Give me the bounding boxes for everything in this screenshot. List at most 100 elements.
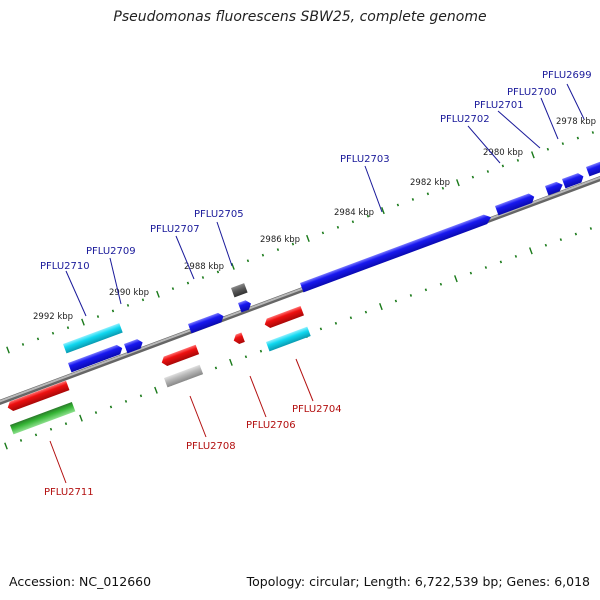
minor-tick xyxy=(259,349,263,353)
minor-tick xyxy=(141,298,145,302)
minor-tick xyxy=(499,260,503,264)
gene-label-pflu2709[interactable]: PFLU2709 xyxy=(86,246,136,257)
major-tick xyxy=(4,442,8,450)
minor-tick xyxy=(486,170,490,173)
scale-tick-lines xyxy=(4,131,595,450)
minor-tick xyxy=(576,136,580,140)
gene-feature-pflu2707[interactable] xyxy=(188,311,225,334)
gene-label-pflu2708[interactable]: PFLU2708 xyxy=(186,441,236,452)
minor-tick xyxy=(216,270,220,274)
minor-tick xyxy=(244,355,248,359)
major-tick xyxy=(81,318,85,326)
gene-feature-pflu2708[interactable] xyxy=(160,344,200,368)
gene-label-pflu2711[interactable]: PFLU2711 xyxy=(44,487,94,498)
minor-tick xyxy=(424,288,428,292)
ruler-label: 2992 kbp xyxy=(33,312,73,322)
gene-label-pflu2699[interactable]: PFLU2699 xyxy=(542,70,592,81)
gene-feature-pflu2710[interactable] xyxy=(68,343,124,373)
minor-tick xyxy=(36,337,40,341)
gene-feature-pflu2704[interactable] xyxy=(263,306,304,329)
minor-tick xyxy=(426,192,430,196)
gene-label-pflu2710[interactable]: PFLU2710 xyxy=(40,261,90,272)
genome-stats: Topology: circular; Length: 6,722,539 bp… xyxy=(246,574,590,589)
gene-feature-pflu2700[interactable] xyxy=(562,172,585,189)
minor-tick xyxy=(469,271,473,275)
accession-label: Accession: NC_012660 xyxy=(9,574,152,589)
minor-tick xyxy=(441,186,445,190)
minor-tick xyxy=(109,405,113,409)
minor-tick xyxy=(411,198,415,201)
gene-features xyxy=(6,160,600,435)
minor-tick xyxy=(366,214,370,218)
minor-tick xyxy=(349,316,353,320)
gene-feature-pflu2709[interactable] xyxy=(124,338,144,354)
ruler-label: 2984 kbp xyxy=(334,208,374,218)
map-title: Pseudomonas fluorescens SBW25, complete … xyxy=(113,9,487,25)
feature-darkgray[interactable] xyxy=(231,283,248,298)
minor-tick xyxy=(319,327,323,331)
cds-feature-cyan-right[interactable] xyxy=(266,326,311,352)
cds-feature-gray[interactable] xyxy=(164,364,204,388)
ruler-label: 2978 kbp xyxy=(556,117,596,127)
ruler-label: 2980 kbp xyxy=(483,148,523,158)
reverse-gene-labels: PFLU2704 PFLU2706 PFLU2708 PFLU2711 xyxy=(44,358,342,498)
major-tick xyxy=(381,207,385,215)
ruler-label: 2982 kbp xyxy=(410,178,450,188)
major-tick xyxy=(529,247,533,255)
minor-tick xyxy=(124,399,128,403)
minor-tick xyxy=(501,164,505,168)
minor-tick xyxy=(409,294,413,297)
minor-tick xyxy=(591,131,595,134)
minor-tick xyxy=(334,321,338,325)
gene-feature-pflu2703[interactable] xyxy=(300,213,493,293)
major-tick xyxy=(456,179,460,187)
gene-label-pflu2702[interactable]: PFLU2702 xyxy=(440,114,490,125)
gene-feature-pflu2699[interactable] xyxy=(586,160,600,177)
minor-tick xyxy=(94,411,98,414)
gene-label-pflu2707[interactable]: PFLU2707 xyxy=(150,224,200,235)
major-tick xyxy=(229,358,233,366)
minor-tick xyxy=(186,281,190,285)
minor-tick xyxy=(276,248,280,252)
major-tick xyxy=(6,346,10,354)
minor-tick xyxy=(336,225,340,229)
major-tick xyxy=(379,303,383,311)
minor-tick xyxy=(64,422,68,426)
minor-tick xyxy=(351,220,355,224)
ruler-label: 2986 kbp xyxy=(260,235,300,245)
gene-label-pflu2704[interactable]: PFLU2704 xyxy=(292,404,342,415)
gene-feature-pflu2705[interactable] xyxy=(238,299,253,313)
minor-tick xyxy=(546,147,550,151)
gene-label-pflu2701[interactable]: PFLU2701 xyxy=(474,100,524,111)
minor-tick xyxy=(261,253,265,257)
major-tick xyxy=(79,414,83,422)
minor-tick xyxy=(396,203,400,207)
minor-tick xyxy=(34,433,38,437)
ruler-label: 2990 kbp xyxy=(109,288,149,298)
minor-tick xyxy=(514,254,518,258)
minor-tick xyxy=(111,309,115,313)
gene-feature-pflu2706[interactable] xyxy=(232,332,245,346)
minor-tick xyxy=(19,439,23,442)
cds-feature-green[interactable] xyxy=(10,401,76,435)
major-tick xyxy=(156,290,160,298)
gene-label-pflu2700[interactable]: PFLU2700 xyxy=(507,87,557,98)
minor-tick xyxy=(21,343,25,346)
gene-label-pflu2705[interactable]: PFLU2705 xyxy=(194,209,244,220)
minor-tick xyxy=(201,276,205,279)
minor-tick xyxy=(214,366,218,370)
minor-tick xyxy=(516,158,520,162)
gene-feature-pflu2701[interactable] xyxy=(545,180,564,196)
gene-label-pflu2703[interactable]: PFLU2703 xyxy=(340,154,390,165)
gene-feature-pflu2702[interactable] xyxy=(495,192,536,216)
kbp-ruler: 2978 kbp 2980 kbp 2982 kbp 2984 kbp 2986… xyxy=(33,117,596,322)
minor-tick xyxy=(544,243,548,247)
cds-feature-cyan-left[interactable] xyxy=(63,323,123,354)
major-tick xyxy=(531,151,535,159)
gene-feature-pflu2711[interactable] xyxy=(6,380,70,413)
gene-label-pflu2706[interactable]: PFLU2706 xyxy=(246,420,296,431)
minor-tick xyxy=(561,142,565,146)
minor-tick xyxy=(394,299,398,303)
